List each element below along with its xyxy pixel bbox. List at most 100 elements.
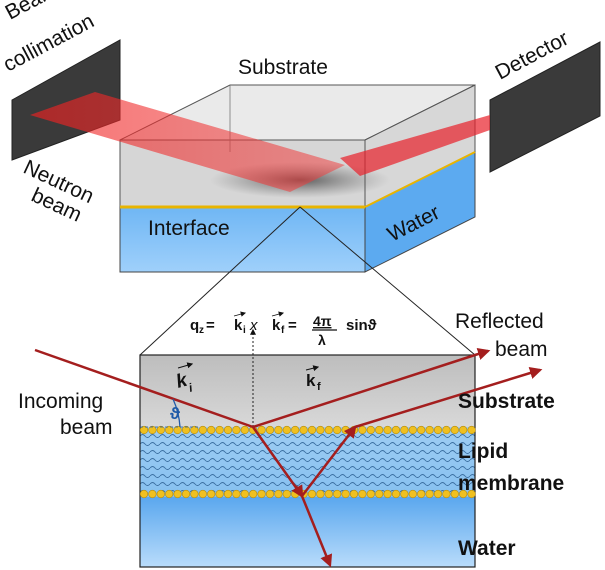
lipid-head <box>417 489 426 499</box>
lipid-head <box>459 489 468 499</box>
label-incoming-2: beam <box>60 416 113 439</box>
lipid-head <box>139 489 149 499</box>
lipid-head <box>425 425 434 435</box>
lipid-head <box>307 489 317 499</box>
lipid-head <box>156 425 165 435</box>
label-lipid-1: Lipid <box>458 440 508 463</box>
svg-text:=: = <box>288 317 297 334</box>
lipid-head <box>190 489 199 499</box>
lipid-head <box>249 489 258 499</box>
reflected-ray-ext <box>474 347 491 360</box>
lipid-head <box>291 425 300 435</box>
lipid-head <box>408 425 417 435</box>
lipid-head <box>375 425 384 435</box>
label-interface: Interface <box>148 217 230 240</box>
lipid-head <box>181 425 191 435</box>
svg-text:z: z <box>199 325 204 336</box>
lipid-head <box>459 425 468 435</box>
transmitted-arrowhead <box>291 484 304 499</box>
lipid-head <box>198 425 207 435</box>
lipid-head <box>223 425 233 435</box>
lipid-head <box>282 425 291 435</box>
lipid-head <box>467 425 476 435</box>
label-water-side: Water <box>458 537 516 560</box>
lipid-head <box>324 489 333 499</box>
lipid-head <box>400 489 409 499</box>
lipid-head <box>391 425 401 435</box>
interface-line-side <box>364 151 476 208</box>
svg-text:k: k <box>234 317 243 334</box>
lipid-head <box>383 489 392 499</box>
lipid-heads-top <box>139 425 476 435</box>
lipid-head <box>148 489 157 499</box>
lipid-head <box>232 425 241 435</box>
incoming-beam-ribbon <box>30 92 345 192</box>
lipid-head <box>207 425 216 435</box>
lipid-head <box>207 489 216 499</box>
lipid-head <box>215 489 224 499</box>
lipid-head <box>274 489 283 499</box>
svg-text:sinϑ: sinϑ <box>346 317 377 334</box>
lipid-head <box>223 489 233 499</box>
label-reflected-1: Reflected <box>455 310 544 333</box>
lipid-head <box>391 489 401 499</box>
lipid-head <box>257 489 266 499</box>
lipid-head <box>450 489 459 499</box>
svg-text:i: i <box>243 325 246 336</box>
lipid-head <box>165 489 174 499</box>
svg-text:x: x <box>249 317 258 334</box>
theta-arc <box>172 398 181 428</box>
svg-text:q: q <box>190 317 199 334</box>
lipid-head <box>400 425 409 435</box>
lipid-head <box>181 489 191 499</box>
lipid-head <box>148 425 157 435</box>
svg-text:k: k <box>306 371 316 390</box>
lipid-head <box>299 425 308 435</box>
svg-text:=: = <box>206 317 215 334</box>
lipid-head <box>265 489 275 499</box>
svg-text:f: f <box>317 381 321 393</box>
lipid-head <box>333 425 342 435</box>
lipid-head <box>215 425 224 435</box>
lipid-head <box>333 489 342 499</box>
theta-symbol: ϑ <box>170 404 180 423</box>
lipid-tails <box>140 432 475 492</box>
label-beam-collimation-1: Beam <box>2 0 61 24</box>
reflected-ray <box>252 353 476 429</box>
lipid-head <box>408 489 417 499</box>
label-lipid-2: membrane <box>458 472 564 495</box>
lipid-head <box>198 489 207 499</box>
lipid-head <box>324 425 333 435</box>
detector-panel <box>489 41 601 173</box>
lipid-head <box>232 489 241 499</box>
svg-text:k: k <box>272 317 281 334</box>
lipid-head <box>240 489 249 499</box>
lipid-head <box>442 425 451 435</box>
lipid-head <box>358 489 367 499</box>
lipid-heads-bottom <box>139 489 476 499</box>
lipid-head <box>366 489 375 499</box>
svg-text:f: f <box>281 325 285 336</box>
zoom-line-left <box>139 206 301 356</box>
lipid-head <box>433 489 443 499</box>
lipid-head <box>341 489 350 499</box>
label-incoming-1: Incoming <box>18 390 103 413</box>
zoom-substrate-region <box>140 355 475 427</box>
reflected-beam-ribbon <box>340 115 490 176</box>
lipid-head <box>173 489 182 499</box>
lipid-head <box>156 489 165 499</box>
lipid-head <box>467 489 476 499</box>
lipid-head <box>433 425 443 435</box>
lipid-head <box>265 425 275 435</box>
lipid-head <box>425 489 434 499</box>
lipid-head <box>282 489 291 499</box>
lipid-head <box>257 425 266 435</box>
lipid-head <box>274 425 283 435</box>
lipid-head <box>442 489 451 499</box>
label-substrate-top: Substrate <box>238 56 328 79</box>
lipid-head <box>341 425 350 435</box>
lipid-head <box>240 425 249 435</box>
lipid-head <box>358 425 367 435</box>
lipid-head <box>165 425 174 435</box>
lipid-head <box>139 425 149 435</box>
